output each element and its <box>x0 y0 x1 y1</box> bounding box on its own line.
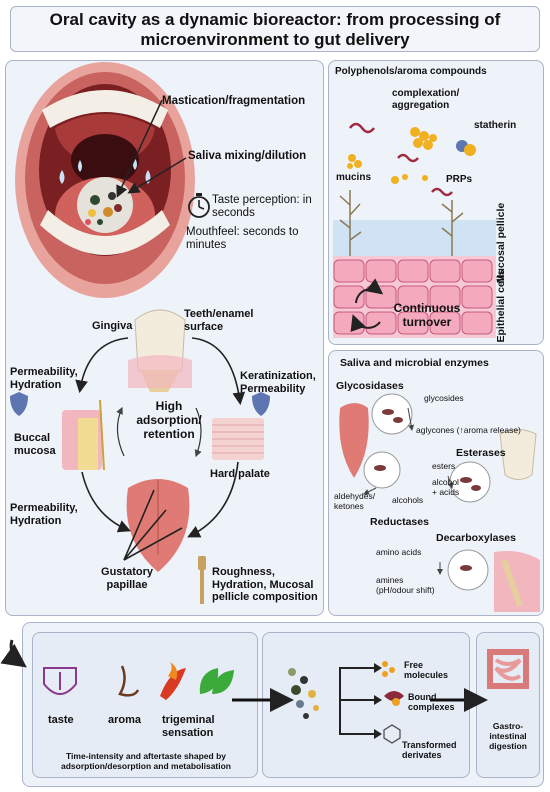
tongue-icon <box>43 667 77 695</box>
figure-title: Oral cavity as a dynamic bioreactor: fro… <box>10 6 540 52</box>
amines-label: amines (pH/odour shift) <box>376 575 435 595</box>
tooth-illustration <box>128 309 192 392</box>
saliva-mixing-label: Saliva mixing/dilution <box>188 150 307 162</box>
alcohols-label: alcohols <box>392 495 424 505</box>
glycosides-label: glycosides <box>424 393 464 403</box>
epithelial-cells-label: Epithelial cells <box>494 269 507 343</box>
aglycones-label: aglycones (↑aroma release) <box>416 425 521 435</box>
enzymes-heading: Saliva and microbial enzymes <box>340 357 489 369</box>
permeability-hydration-label: Permeability, Hydration <box>10 366 78 391</box>
complexation-label: complexation/ aggregation <box>392 88 460 111</box>
gingiva-label: Gingiva <box>92 320 133 332</box>
aroma-label: aroma <box>108 714 142 726</box>
fate-branch <box>339 667 374 735</box>
mucins-label: mucins <box>336 172 372 183</box>
aldehydes-label: aldehydes/ ketones <box>334 491 376 511</box>
trigeminal-label: trigeminal sensation <box>162 714 215 739</box>
keratinization-label: Keratinization, Permeability <box>240 370 316 395</box>
gustatory-papillae-label: Gustatory papillae <box>101 566 153 591</box>
statherin-label: statherin <box>474 120 517 131</box>
reductases-label: Reductases <box>370 516 429 528</box>
intestine-icon <box>487 649 529 689</box>
pellicle-illustration <box>333 122 496 338</box>
glycosidases-label: Glycosidases <box>336 380 404 392</box>
prps-label: PRPs <box>446 174 473 185</box>
gastro-label: Gastro-intestinal digestion <box>489 721 527 751</box>
buccal-mucosa-label: Buccal mucosa <box>14 432 56 457</box>
chili-icon <box>160 662 186 700</box>
roughness-label: Roughness, Hydration, Mucosal pellicle c… <box>212 566 318 604</box>
shield-icon <box>10 392 28 416</box>
esterases-label: Esterases <box>456 447 506 459</box>
hard-palate-illustration <box>212 418 264 460</box>
saliva-arrow <box>127 157 187 194</box>
shield-icon <box>252 392 270 416</box>
decarboxylases-label: Decarboxylases <box>436 532 516 544</box>
hard-palate-label: Hard palate <box>210 468 270 480</box>
flow-arrow <box>0 639 27 668</box>
nose-icon <box>118 665 140 697</box>
permeability-hydration-label: Permeability, Hydration <box>10 502 78 527</box>
particles-illustration <box>288 668 319 719</box>
tongue-illustration <box>126 479 190 572</box>
time-intensity-caption: Time-intensity and aftertaste shaped by … <box>60 751 231 771</box>
buccal-mucosa-illustration <box>62 399 105 471</box>
mastication-arrow <box>116 99 163 198</box>
taste-perception-label: Taste perception: in seconds <box>212 194 312 220</box>
alcohol-acids-label: alcohol + acids <box>432 477 460 497</box>
leaf-icon <box>199 668 234 694</box>
polyphenols-label: Polyphenols/aroma compounds <box>335 66 487 77</box>
amino-acids-label: amino acids <box>376 547 422 557</box>
teeth-label: Teeth/enamel surface <box>184 308 254 333</box>
taste-label: taste <box>48 714 74 726</box>
continuous-turnover-label: Continuous turnover <box>393 301 461 329</box>
bound-complexes-label: Bound complexes <box>408 692 455 713</box>
brush-icon <box>198 556 206 604</box>
mouthfeel-label: Mouthfeel: seconds to minutes <box>186 226 299 252</box>
sensation-panel <box>32 632 258 778</box>
esters-label: esters <box>432 461 456 471</box>
enzyme-illustration <box>339 393 540 612</box>
high-adsorption-label: High adsorption/ retention <box>136 399 202 441</box>
transformed-derivates-label: Transformed derivates <box>402 740 457 761</box>
stopwatch-icon <box>188 193 210 218</box>
free-molecules-label: Free molecules <box>404 660 449 681</box>
mastication-label: Mastication/fragmentation <box>162 95 306 107</box>
